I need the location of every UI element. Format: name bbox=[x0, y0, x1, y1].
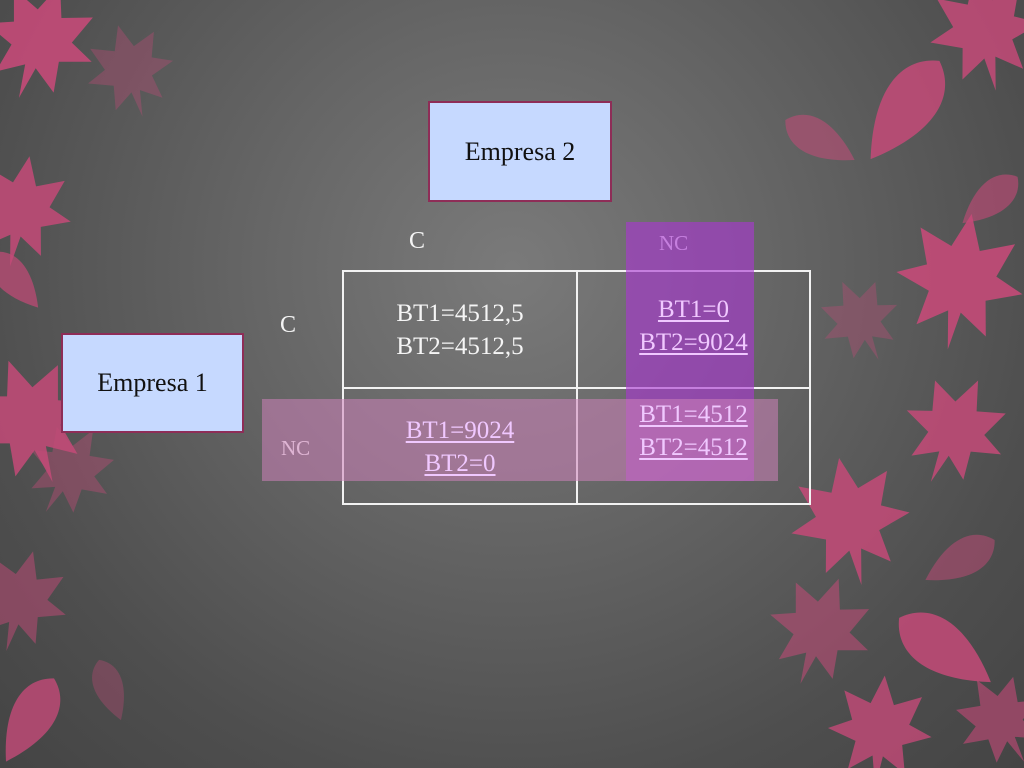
payoff-bt1[interactable]: BT1=0 bbox=[657, 296, 730, 323]
payoff-cell-c-c: BT1=4512,5 BT2=4512,5 bbox=[344, 272, 576, 387]
payoff-bt1: BT1=4512,5 bbox=[396, 299, 524, 327]
row-header-c: C bbox=[280, 312, 297, 338]
row-highlight-nc bbox=[262, 399, 778, 481]
player-box-empresa-1: Empresa 1 bbox=[61, 333, 244, 433]
column-header-c: C bbox=[409, 228, 426, 254]
payoff-bt2[interactable]: BT2=4512 bbox=[639, 434, 748, 461]
payoff-bt2[interactable]: BT2=9024 bbox=[639, 329, 748, 356]
payoff-cell-c-nc[interactable]: BT1=0 BT2=9024 bbox=[578, 272, 809, 380]
grid-line-left bbox=[342, 270, 344, 505]
payoff-bt2: BT2=4512,5 bbox=[396, 332, 524, 360]
player-label-left: Empresa 1 bbox=[97, 368, 208, 397]
player-label-top: Empresa 2 bbox=[464, 136, 576, 166]
grid-line-right bbox=[809, 270, 811, 505]
payoff-bt1[interactable]: BT1=4512 bbox=[639, 401, 748, 428]
payoff-cell-nc-nc[interactable]: BT1=4512 BT2=4512 bbox=[578, 390, 809, 472]
player-box-empresa-2: Empresa 2 bbox=[428, 101, 612, 202]
payoff-bt2[interactable]: BT2=0 bbox=[424, 450, 496, 477]
payoff-cell-nc-c[interactable]: BT1=9024 BT2=0 bbox=[344, 406, 576, 488]
payoff-bt1[interactable]: BT1=9024 bbox=[405, 417, 515, 444]
grid-line-center bbox=[576, 270, 578, 505]
